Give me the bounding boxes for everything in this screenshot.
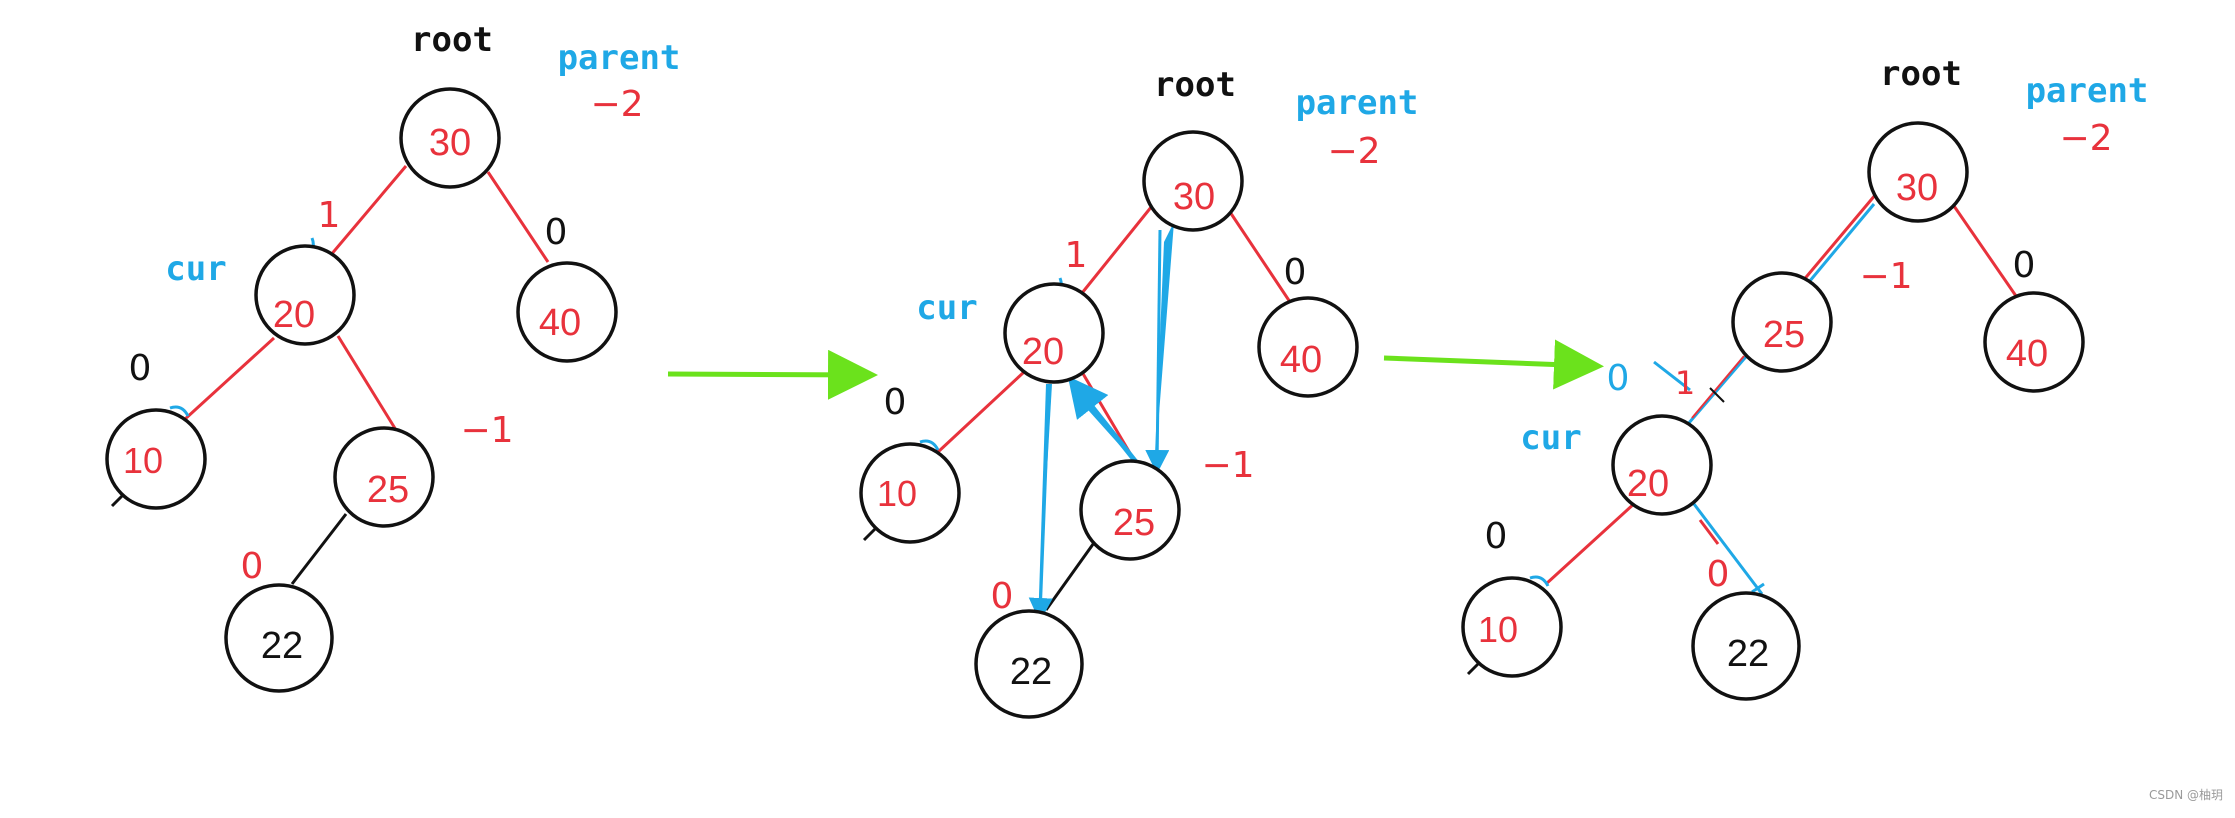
tree-node-20: 20 [1611, 414, 1713, 516]
balance-factor: 0 [1485, 516, 1508, 557]
balance-factor: 1 [318, 195, 341, 236]
edge-30-25 [1800, 193, 1878, 283]
panel-3-after: 30 25 40 20 10 22 root parent −2 cur −1 … [1461, 54, 2149, 701]
balance-factor: 0 [1607, 358, 1630, 399]
tree-node-10: 10 [105, 408, 207, 510]
node-value: 30 [1173, 176, 1215, 218]
edge-30-40 [1228, 211, 1292, 303]
tree-node-22: 22 [974, 609, 1084, 719]
balance-factor: −2 [590, 84, 643, 125]
tree-node-30: 30 [399, 87, 501, 189]
tree-node-10: 10 [859, 442, 961, 544]
node-value: 10 [123, 440, 163, 481]
edge-20-22-red [1698, 519, 1720, 545]
balance-factor: −1 [1859, 256, 1912, 297]
node-value: 22 [261, 625, 303, 667]
node-value: 20 [1627, 463, 1669, 505]
tick-mark [862, 526, 878, 542]
edge-25-22 [290, 513, 348, 585]
tree-node-40: 40 [516, 261, 618, 363]
edge-20-10 [936, 370, 1026, 454]
tree-node-40: 40 [1983, 291, 2085, 393]
tree-node-30: 30 [1142, 130, 1244, 232]
edge-30-20 [1076, 205, 1154, 299]
tree-node-22: 22 [1691, 591, 1801, 701]
cur-label: cur [165, 249, 226, 289]
tree-node-10: 10 [1461, 576, 1563, 678]
tick-mark [1529, 575, 1550, 587]
tick-mark [169, 405, 190, 417]
tree-node-25: 25 [1079, 459, 1181, 561]
parent-label: parent [2026, 71, 2149, 111]
root-label: root [1154, 65, 1236, 105]
node-value: 30 [429, 122, 471, 164]
cur-label: cur [916, 288, 977, 328]
cur-label: cur [1520, 418, 1581, 458]
tree-node-40: 40 [1257, 296, 1359, 398]
edge-25-22 [1044, 539, 1098, 611]
edge-20-10 [1544, 500, 1638, 586]
node-value: 10 [877, 473, 917, 514]
watermark: CSDN @柚玥 [2148, 788, 2223, 802]
balance-factor: −1 [460, 410, 513, 451]
node-value: 20 [273, 294, 315, 336]
parent-label: parent [1296, 83, 1419, 123]
node-value: 40 [1280, 339, 1322, 381]
balance-factor: −2 [1327, 131, 1380, 172]
tree-node-20: 20 [254, 244, 356, 346]
parent-label: parent [558, 38, 681, 78]
transition-arrow [1383, 339, 1604, 390]
edge-30-25-blue [1802, 203, 1876, 289]
balance-factor: 0 [545, 212, 568, 253]
node-value: 25 [1763, 314, 1805, 356]
rotation-arrow [1067, 376, 1138, 464]
node-value: 40 [2006, 333, 2048, 375]
tick-mark [1751, 582, 1765, 594]
balance-factor: 0 [884, 382, 907, 423]
tree-node-22: 22 [224, 583, 334, 693]
balance-factor: 0 [991, 576, 1014, 617]
edge-30-20 [328, 165, 408, 257]
rotation-arrow [1145, 229, 1170, 474]
balance-factor: 1 [1065, 235, 1088, 276]
tree-node-25: 25 [333, 426, 435, 528]
node-value: 25 [1113, 502, 1155, 544]
panel-2-rotating: 30 20 40 10 25 22 root parent −2 cur 1 0… [859, 65, 1419, 719]
edge-20-22 [1692, 503, 1764, 595]
edge-20-10 [182, 336, 276, 422]
balance-factor: 0 [129, 348, 152, 389]
node-value: 22 [1010, 651, 1052, 693]
balance-factor: 0 [1284, 252, 1307, 293]
transition-arrow [667, 349, 878, 400]
node-value: 22 [1727, 633, 1769, 675]
edge-20-25 [336, 335, 398, 431]
tick-mark [1653, 360, 1691, 392]
tick-mark [919, 439, 940, 451]
node-value: 20 [1022, 331, 1064, 373]
tick-mark [1709, 387, 1725, 403]
node-value: 40 [539, 302, 581, 344]
balance-factor: 0 [241, 546, 264, 587]
panel-1-before: 30 20 40 10 25 22 root parent −2 cur 1 0… [105, 20, 681, 693]
edge-30-40 [486, 171, 550, 263]
root-label: root [411, 20, 493, 60]
node-value: 25 [367, 469, 409, 511]
node-value: 10 [1478, 609, 1518, 650]
edge-30-40 [1952, 205, 2018, 297]
balance-factor: −1 [1201, 445, 1254, 486]
tree-node-20: 20 [1003, 282, 1105, 384]
root-label: root [1880, 54, 1962, 94]
tree-node-25: 25 [1731, 271, 1833, 373]
balance-factor: 1 [1675, 364, 1695, 402]
rotation-arrow [1028, 385, 1053, 622]
balance-factor: 0 [1707, 554, 1730, 595]
edge-25-20-red [1691, 355, 1745, 419]
balance-factor: −2 [2059, 118, 2112, 159]
node-value: 30 [1896, 167, 1938, 209]
balance-factor: 0 [2013, 245, 2036, 286]
tree-node-30: 30 [1867, 121, 1969, 223]
